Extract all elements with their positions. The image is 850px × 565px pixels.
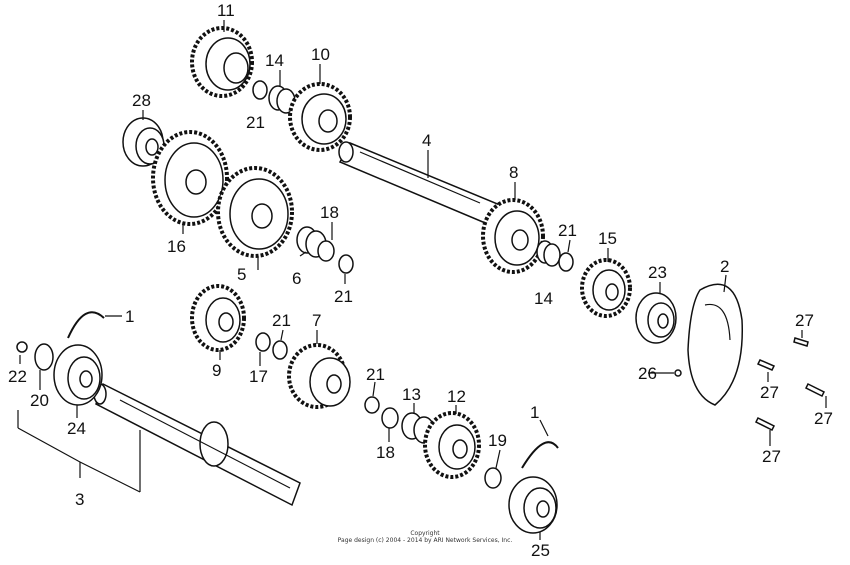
callout-21-top: 21	[246, 113, 265, 132]
callout-21-right: 21	[334, 287, 353, 306]
callout-5: 5	[237, 265, 246, 284]
callout-6: 6	[292, 269, 301, 288]
part-3-mainshaft	[93, 382, 301, 507]
callout-19: 19	[488, 431, 507, 450]
callout-23: 23	[648, 263, 667, 282]
part-18-washer-b	[381, 407, 399, 429]
callout-11: 11	[217, 1, 235, 20]
part-9-gear	[190, 284, 246, 352]
callout-12: 12	[447, 387, 466, 406]
part-28-bearing	[122, 117, 165, 167]
part-4-countershaft	[338, 141, 502, 226]
part-7-gear	[287, 343, 351, 409]
part-5-gear	[216, 166, 294, 258]
part-8-gear	[481, 198, 545, 274]
callout-18-lower: 18	[376, 443, 395, 462]
callout-17: 17	[249, 367, 268, 386]
part-22-pin	[16, 341, 28, 353]
callout-7: 7	[312, 311, 321, 330]
callout-21-left: 21	[272, 311, 291, 330]
leader-lines	[17, 20, 827, 540]
part-17-washer	[255, 332, 271, 352]
callout-21-lower: 21	[366, 365, 385, 384]
callout-24: 24	[67, 419, 86, 438]
part-21-circlip-c	[558, 252, 574, 272]
callout-14-lower: 14	[534, 289, 553, 308]
callout-13: 13	[402, 385, 421, 404]
part-19-washer	[484, 467, 502, 489]
callout-25: 25	[531, 541, 550, 560]
part-23-bearing	[635, 292, 677, 344]
callout-4: 4	[422, 131, 431, 150]
callout-27-a: 27	[795, 311, 814, 330]
part-26-pin	[674, 369, 682, 377]
callout-14-top: 14	[265, 51, 284, 70]
callout-16: 16	[167, 237, 186, 256]
callout-10: 10	[311, 45, 330, 64]
part-21-circlip-e	[364, 396, 380, 414]
copyright-line-1: Copyright	[410, 530, 440, 537]
callout-labels: 11 14 10 21 28 4 8 18 21 15 16 2 23 5 6 …	[8, 1, 833, 560]
part-16-gear	[151, 130, 229, 226]
part-11-gear	[190, 26, 254, 98]
callout-27-c: 27	[814, 409, 833, 428]
callout-1-lower: 1	[530, 403, 539, 422]
part-1-circlip-b	[521, 441, 559, 469]
part-21-circlip-d	[272, 340, 288, 360]
part-1-circlip-a	[67, 311, 105, 339]
part-21-circlip-a	[252, 80, 268, 100]
callout-27-b: 27	[760, 383, 779, 402]
part-14-bushing-b	[536, 240, 561, 267]
callout-18-top: 18	[320, 203, 339, 222]
part-18-washer-a	[317, 240, 335, 262]
part-12-gear	[423, 411, 481, 479]
callout-9: 9	[212, 361, 221, 380]
callout-22: 22	[8, 367, 27, 386]
part-24-bearing	[53, 344, 103, 406]
part-10-gear	[288, 82, 352, 152]
callout-8: 8	[509, 163, 518, 182]
part-20-washer	[34, 343, 54, 371]
callout-28: 28	[132, 91, 151, 110]
callout-26: 26	[638, 364, 657, 383]
part-13-bushing	[401, 412, 435, 444]
callout-27-d: 27	[762, 447, 781, 466]
copyright-line-2: Page design (c) 2004 - 2014 by ARI Netwo…	[338, 537, 513, 544]
callout-2: 2	[720, 257, 729, 276]
part-15-gear	[580, 258, 632, 318]
callout-3: 3	[75, 490, 84, 509]
callout-15: 15	[598, 229, 617, 248]
callout-21-mid: 21	[558, 221, 577, 240]
part-2-cover	[687, 283, 744, 406]
part-25-bearing	[508, 476, 558, 534]
part-21-circlip-b	[338, 254, 354, 274]
callout-1-top: 1	[125, 307, 134, 326]
part-27-bolts	[754, 337, 826, 432]
callout-20: 20	[30, 391, 49, 410]
